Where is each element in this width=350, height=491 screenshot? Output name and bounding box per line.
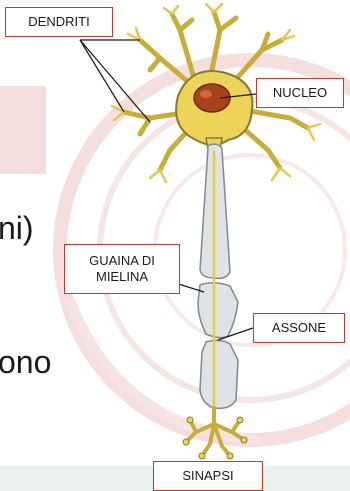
label-nucleo: NUCLEO bbox=[256, 78, 344, 108]
leader-dendriti-2 bbox=[80, 40, 124, 112]
myelin-segment-3 bbox=[200, 340, 238, 408]
label-guaina-text-1: GUAINA DI bbox=[65, 253, 179, 269]
label-guaina-di-mielina: GUAINA DI MIELINA bbox=[64, 244, 180, 294]
label-sinapsi: SINAPSI bbox=[153, 461, 263, 491]
leader-dendriti-3 bbox=[80, 40, 150, 122]
label-guaina-text-2: MIELINA bbox=[65, 269, 179, 285]
label-sinapsi-text: SINAPSI bbox=[182, 468, 233, 483]
nucleolus bbox=[200, 90, 212, 98]
label-dendriti-text: DENDRITI bbox=[28, 14, 89, 29]
label-nucleo-text: NUCLEO bbox=[273, 85, 327, 100]
synaptic-terminal bbox=[186, 408, 244, 456]
label-assone-text: ASSONE bbox=[272, 320, 326, 335]
myelin-segment-2 bbox=[198, 283, 238, 338]
label-assone: ASSONE bbox=[253, 313, 345, 343]
label-dendriti: DENDRITI bbox=[5, 7, 113, 37]
